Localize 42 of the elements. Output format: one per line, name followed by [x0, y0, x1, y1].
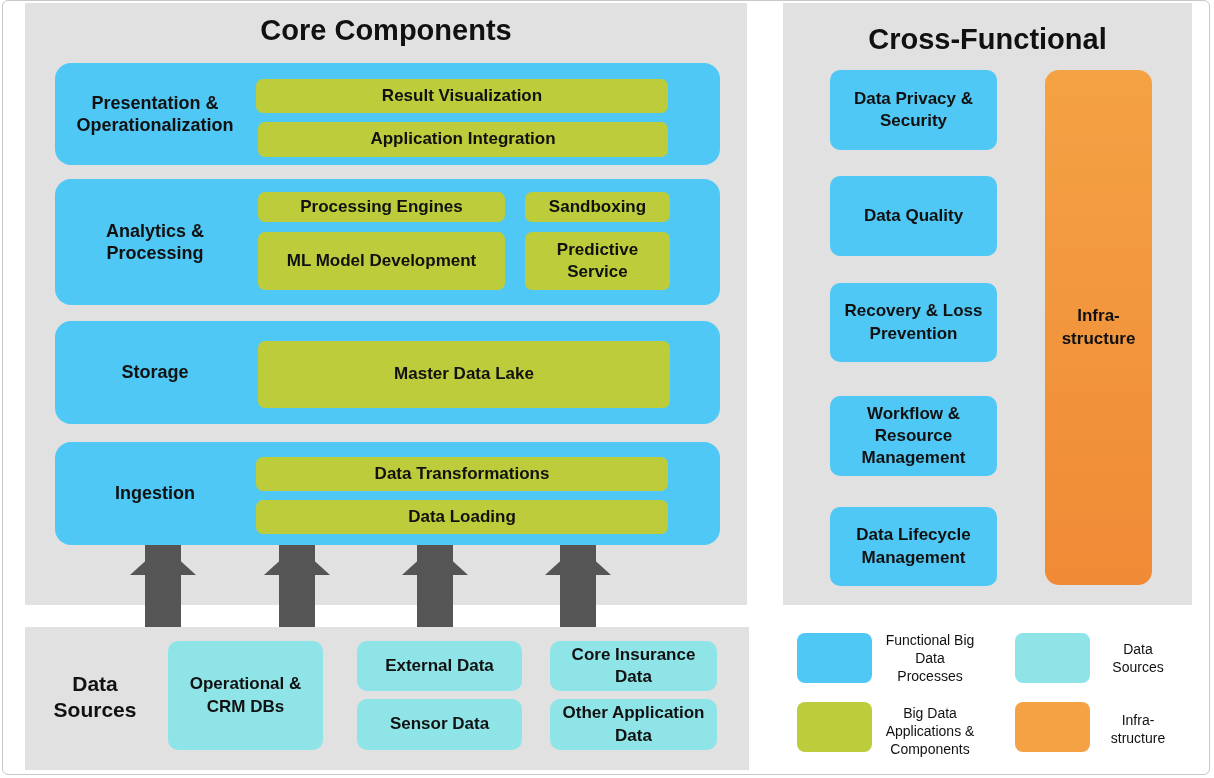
panel-heading: Data Sources: [52, 670, 138, 723]
component-box: Data Transformations: [256, 457, 668, 491]
panel-heading: Cross-Functional: [867, 23, 1108, 56]
component-box: Master Data Lake: [258, 341, 670, 408]
layer-label: Storage: [120, 361, 190, 385]
layer-label: Ingestion: [114, 482, 196, 506]
panel: [783, 3, 1192, 605]
layer-band: [55, 63, 720, 165]
component-box: Processing Engines: [258, 192, 505, 222]
source-box: Operational & CRM DBs: [168, 641, 323, 750]
block-arrow: [130, 545, 196, 627]
source-box: Other Application Data: [550, 699, 717, 750]
legend-label: Functional Big Data Processes: [885, 630, 975, 687]
component-box: Application Integration: [258, 122, 668, 157]
legend-label: Infra- structure: [1109, 710, 1167, 748]
block-arrow: [402, 545, 468, 627]
layer-label: Analytics & Processing: [104, 219, 205, 265]
layer-band: [55, 442, 720, 545]
component-box: ML Model Development: [258, 232, 505, 290]
source-box: Sensor Data: [357, 699, 522, 750]
layer-band: [55, 321, 720, 424]
process-box: Data Privacy & Security: [830, 70, 997, 150]
process-box: Workflow & Resource Management: [830, 396, 997, 476]
component-box: Predictive Service: [525, 232, 670, 290]
panel: [25, 3, 747, 605]
legend-label: Big Data Applications & Components: [884, 703, 976, 760]
block-arrow: [545, 545, 611, 627]
component-box: Result Visualization: [256, 79, 668, 113]
process-box: Data Lifecycle Management: [830, 507, 997, 586]
block-arrow: [264, 545, 330, 627]
panel: [25, 627, 749, 770]
layer-label: Presentation & Operationalization: [75, 91, 235, 137]
legend-label: Data Sources: [1111, 639, 1165, 677]
process-box: Recovery & Loss Prevention: [830, 283, 997, 362]
source-box: Core Insurance Data: [550, 641, 717, 691]
component-box: Data Loading: [256, 500, 668, 534]
infrastructure-bar: Infra- structure: [1045, 70, 1152, 585]
layer-band: [55, 179, 720, 305]
process-box: Data Quality: [830, 176, 997, 256]
panel-heading: Core Components: [259, 14, 513, 47]
component-box: Sandboxing: [525, 192, 670, 222]
source-box: External Data: [357, 641, 522, 691]
